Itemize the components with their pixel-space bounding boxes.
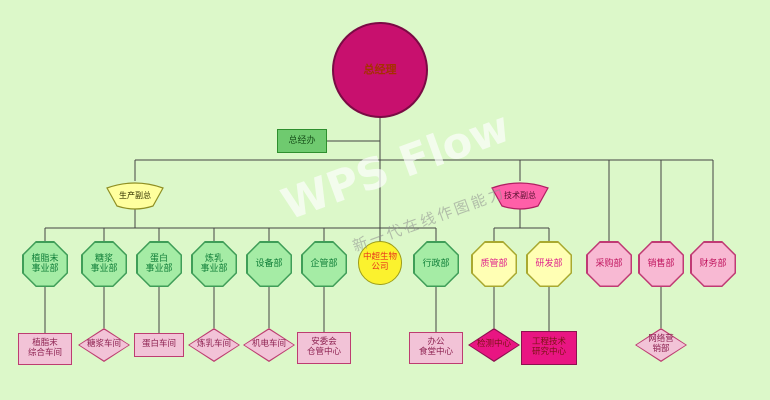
dept-condensed-milk-division[interactable]: 炼乳 事业部	[191, 241, 237, 287]
node-label: 总经理	[363, 62, 397, 76]
unit-syrup-workshop[interactable]: 糖浆车间	[78, 328, 130, 362]
node-label: 企管部	[310, 258, 338, 269]
node-label: 糖浆 事业部	[90, 253, 118, 274]
node-label: 植脂末 综合车间	[27, 338, 62, 358]
node-zhongchao-company[interactable]: 中超生物 公司	[358, 241, 402, 285]
node-label: 检测中心	[476, 339, 511, 350]
node-label: 植脂末 事业部	[31, 253, 59, 274]
node-label: 采购部	[595, 258, 623, 269]
node-label: 网络营 销部	[648, 334, 674, 354]
unit-condensed-milk-workshop[interactable]: 炼乳车间	[188, 328, 240, 362]
dept-sales[interactable]: 销售部	[638, 241, 684, 287]
dept-finance[interactable]: 财务部	[690, 241, 736, 287]
node-label: 研发部	[535, 258, 563, 269]
node-label: 糖浆车间	[86, 339, 121, 350]
fan-shape	[491, 182, 549, 210]
node-label: 设备部	[255, 258, 283, 269]
unit-testing-center[interactable]: 检测中心	[468, 328, 520, 362]
dept-quality-control[interactable]: 质管部	[471, 241, 517, 287]
node-vp-production[interactable]: 生产副总	[103, 181, 167, 211]
unit-protein-workshop[interactable]: 蛋白车间	[134, 333, 184, 357]
node-label: 财务部	[699, 258, 727, 269]
node-label: 工程技术 研究中心	[531, 337, 566, 357]
dept-creamer-division[interactable]: 植脂末 事业部	[22, 241, 68, 287]
dept-equipment[interactable]: 设备部	[246, 241, 292, 287]
dept-purchasing[interactable]: 采购部	[586, 241, 632, 287]
unit-electromechanical-workshop[interactable]: 机电车间	[243, 328, 295, 362]
dept-protein-division[interactable]: 蛋白 事业部	[136, 241, 182, 287]
node-label: 安委会 仓管中心	[306, 337, 341, 357]
node-label: 技术副总	[504, 191, 536, 201]
node-vp-technology[interactable]: 技术副总	[488, 181, 552, 211]
unit-office-canteen-center[interactable]: 办公 食堂中心	[409, 332, 463, 364]
node-label: 炼乳 事业部	[200, 253, 228, 274]
dept-syrup-division[interactable]: 糖浆 事业部	[81, 241, 127, 287]
node-label: 总经办	[288, 135, 316, 146]
node-label: 销售部	[647, 258, 675, 269]
node-label: 行政部	[422, 258, 450, 269]
fan-shape	[106, 182, 164, 210]
node-label: 炼乳车间	[196, 339, 231, 350]
dept-enterprise-management[interactable]: 企管部	[301, 241, 347, 287]
unit-engineering-research-center[interactable]: 工程技术 研究中心	[521, 331, 577, 365]
node-label: 蛋白 事业部	[145, 253, 173, 274]
unit-safety-warehouse-center[interactable]: 安委会 仓管中心	[297, 332, 351, 364]
node-label: 生产副总	[119, 191, 151, 201]
unit-creamer-workshop[interactable]: 植脂末 综合车间	[18, 333, 72, 365]
unit-online-marketing[interactable]: 网络营 销部	[635, 328, 687, 362]
dept-research-development[interactable]: 研发部	[526, 241, 572, 287]
node-label: 办公 食堂中心	[418, 337, 453, 357]
node-label: 质管部	[480, 258, 508, 269]
node-label: 机电车间	[251, 339, 286, 350]
node-gm-office[interactable]: 总经办	[277, 129, 327, 153]
node-label: 蛋白车间	[141, 339, 176, 350]
node-label: 中超生物 公司	[362, 252, 397, 272]
node-general-manager[interactable]: 总经理	[332, 22, 428, 118]
dept-administration[interactable]: 行政部	[413, 241, 459, 287]
